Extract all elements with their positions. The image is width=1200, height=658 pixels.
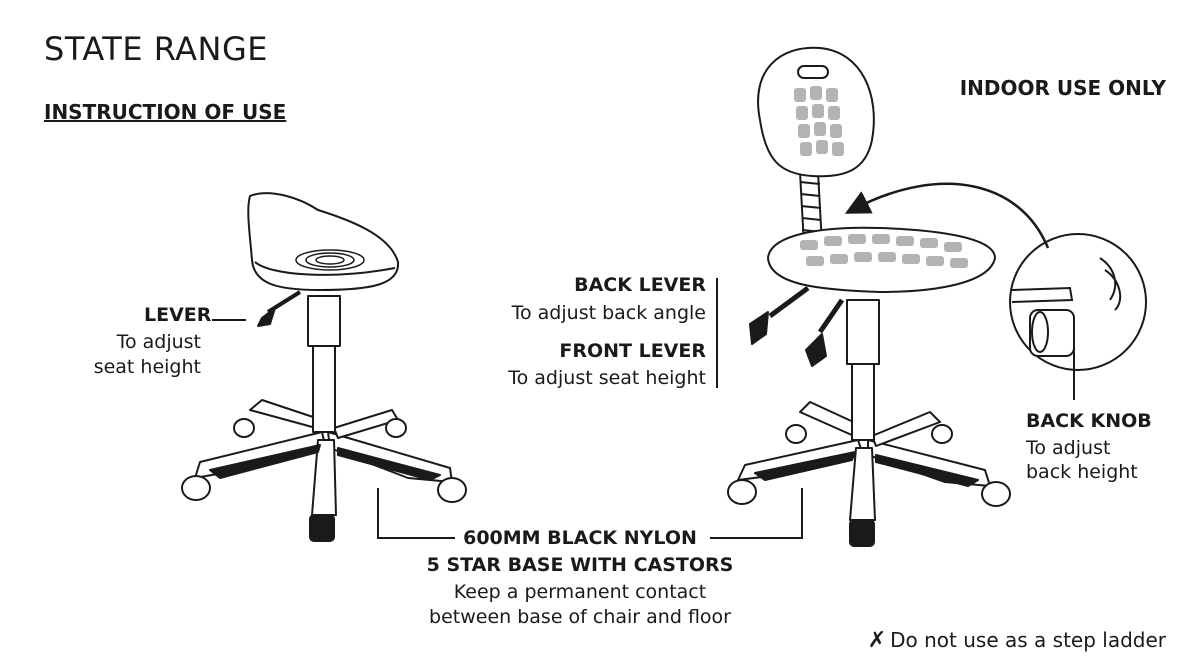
- back-knob-detail: [1009, 233, 1147, 371]
- back-knob-label: BACK KNOB: [1026, 410, 1152, 432]
- back-knob-desc-1: To adjust: [1026, 437, 1111, 459]
- pointer-arrow: [844, 182, 1050, 249]
- base-label-1: 600MM BLACK NYLON: [463, 527, 697, 549]
- back-lever-desc: To adjust back angle: [511, 302, 706, 324]
- indoor-notice: INDOOR USE ONLY: [959, 76, 1166, 100]
- back-lever-label: BACK LEVER: [574, 274, 706, 296]
- step-ladder-warning: ✗Do not use as a step ladder: [868, 628, 1166, 653]
- lever-desc-1: To adjust: [116, 331, 201, 353]
- stool-drawing: [181, 192, 467, 542]
- instruction-heading: INSTRUCTION OF USE: [44, 100, 287, 124]
- base-desc-2: between base of chair and floor: [429, 606, 731, 628]
- front-lever-desc: To adjust seat height: [508, 367, 706, 389]
- x-icon: ✗: [867, 628, 887, 653]
- lever-desc-2: seat height: [93, 356, 201, 378]
- base-desc-1: Keep a permanent contact: [453, 581, 707, 603]
- front-lever-label: FRONT LEVER: [559, 340, 706, 362]
- back-knob-desc-2: back height: [1026, 461, 1138, 483]
- page-title: STATE RANGE: [44, 30, 268, 68]
- leader-lines: [212, 278, 1075, 539]
- base-label-2: 5 STAR BASE WITH CASTORS: [426, 554, 734, 576]
- warning-text: Do not use as a step ladder: [890, 628, 1166, 652]
- task-chair-drawing: [727, 46, 1011, 547]
- lever-label: LEVER: [144, 304, 212, 326]
